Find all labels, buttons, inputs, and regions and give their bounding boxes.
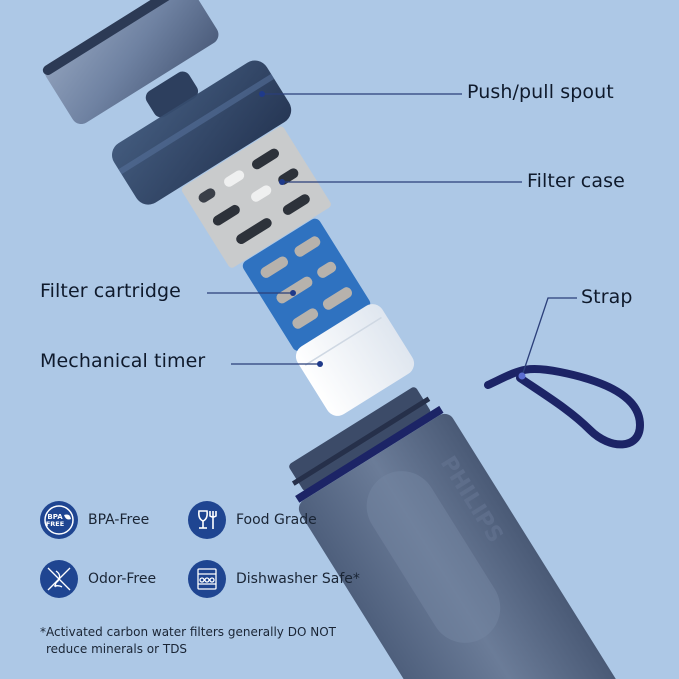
dishwasher-icon (188, 560, 226, 598)
callout-mechanical-timer: Mechanical timer (40, 350, 206, 372)
callout-filter-case: Filter case (527, 170, 625, 192)
bpa-free-icon: BPA FREE (40, 501, 78, 539)
feature-bpa-free: BPA FREE BPA-Free (40, 501, 149, 539)
feature-odor-free: Odor-Free (40, 560, 156, 598)
food-grade-icon (188, 501, 226, 539)
feature-label: Dishwasher Safe* (236, 571, 360, 587)
svg-text:FREE: FREE (46, 520, 64, 528)
filter-cartridge (242, 218, 371, 351)
footnote: *Activated carbon water filters generall… (40, 624, 336, 658)
callout-filter-cartridge: Filter cartridge (40, 280, 181, 302)
strap (484, 364, 645, 449)
feature-food-grade: Food Grade (188, 501, 317, 539)
leader-lines (207, 93, 577, 377)
outer-cap (42, 0, 219, 125)
bottle-body (289, 387, 619, 679)
leader-dots (259, 91, 526, 380)
odor-free-icon (40, 560, 78, 598)
spout-lid (112, 60, 292, 205)
feature-label: Odor-Free (88, 571, 157, 587)
footnote-line-2: reduce minerals or TDS (46, 642, 188, 656)
callout-push-pull-spout: Push/pull spout (467, 81, 614, 103)
footnote-line-1: *Activated carbon water filters generall… (40, 625, 336, 639)
feature-dishwasher-safe: Dishwasher Safe* (188, 560, 360, 598)
callout-strap: Strap (581, 286, 633, 308)
filter-case (181, 126, 331, 268)
svg-text:BPA: BPA (47, 513, 63, 521)
feature-label: Food Grade (236, 512, 317, 528)
feature-label: BPA-Free (88, 512, 150, 528)
mechanical-timer (295, 304, 415, 416)
